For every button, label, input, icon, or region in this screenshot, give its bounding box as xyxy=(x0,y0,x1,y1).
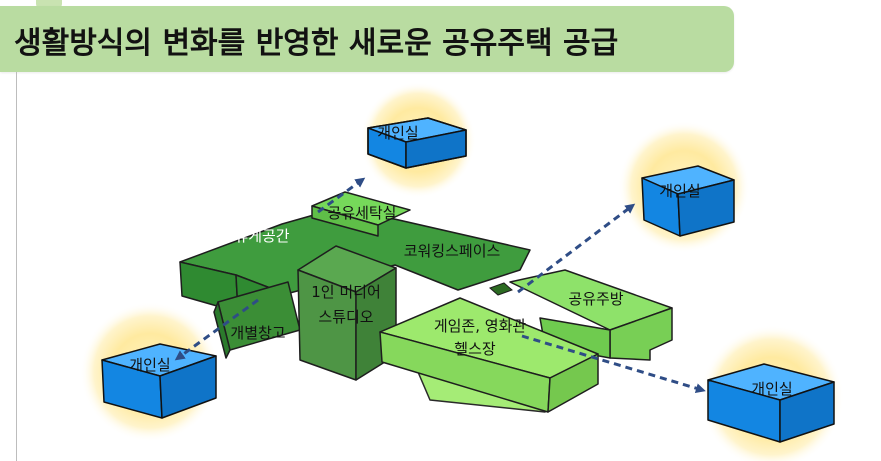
title-tab-accent xyxy=(36,0,62,8)
private-room-left-bottom xyxy=(101,343,217,419)
arrow-to-left-bottom-room xyxy=(174,298,259,361)
label-storage: 개별창고 xyxy=(230,324,285,342)
label-private-room-right-bottom: 개인실 xyxy=(751,380,792,398)
private-room-right-bottom xyxy=(707,363,835,443)
label-shared-kitchen: 공유주방 xyxy=(568,290,623,308)
label-private-room-right-top: 개인실 xyxy=(659,182,700,200)
label-laundry: 공유세탁실 xyxy=(327,204,396,222)
game-zone-block xyxy=(379,297,599,413)
arrow-to-top-room xyxy=(317,177,366,214)
label-private-room-left-bottom: 개인실 xyxy=(129,356,170,374)
label-private-room-top: 개인실 xyxy=(377,124,418,142)
private-room-top xyxy=(367,117,467,169)
label-media-studio-line2: 스튜디오 xyxy=(318,308,373,326)
private-room-right-top xyxy=(641,165,735,237)
arrow-to-right-bottom-room xyxy=(521,334,706,394)
connector-piece xyxy=(489,282,513,296)
rest-coworking-block xyxy=(179,206,531,359)
label-rest-area: 휴게공간 xyxy=(234,227,289,245)
label-game-line2: 헬스장 xyxy=(454,340,496,358)
label-media-studio-line1: 1인 미디어 xyxy=(311,283,381,301)
laundry-block xyxy=(311,191,411,237)
label-game-line1: 게임존, 영화관 xyxy=(434,317,527,335)
page-title: 생활방식의 변화를 반영한 새로운 공유주택 공급 xyxy=(14,26,619,61)
title-banner: 생활방식의 변화를 반영한 새로운 공유주택 공급 xyxy=(0,6,734,72)
label-coworking: 코워킹스페이스 xyxy=(404,242,501,260)
left-border-line xyxy=(16,72,17,461)
